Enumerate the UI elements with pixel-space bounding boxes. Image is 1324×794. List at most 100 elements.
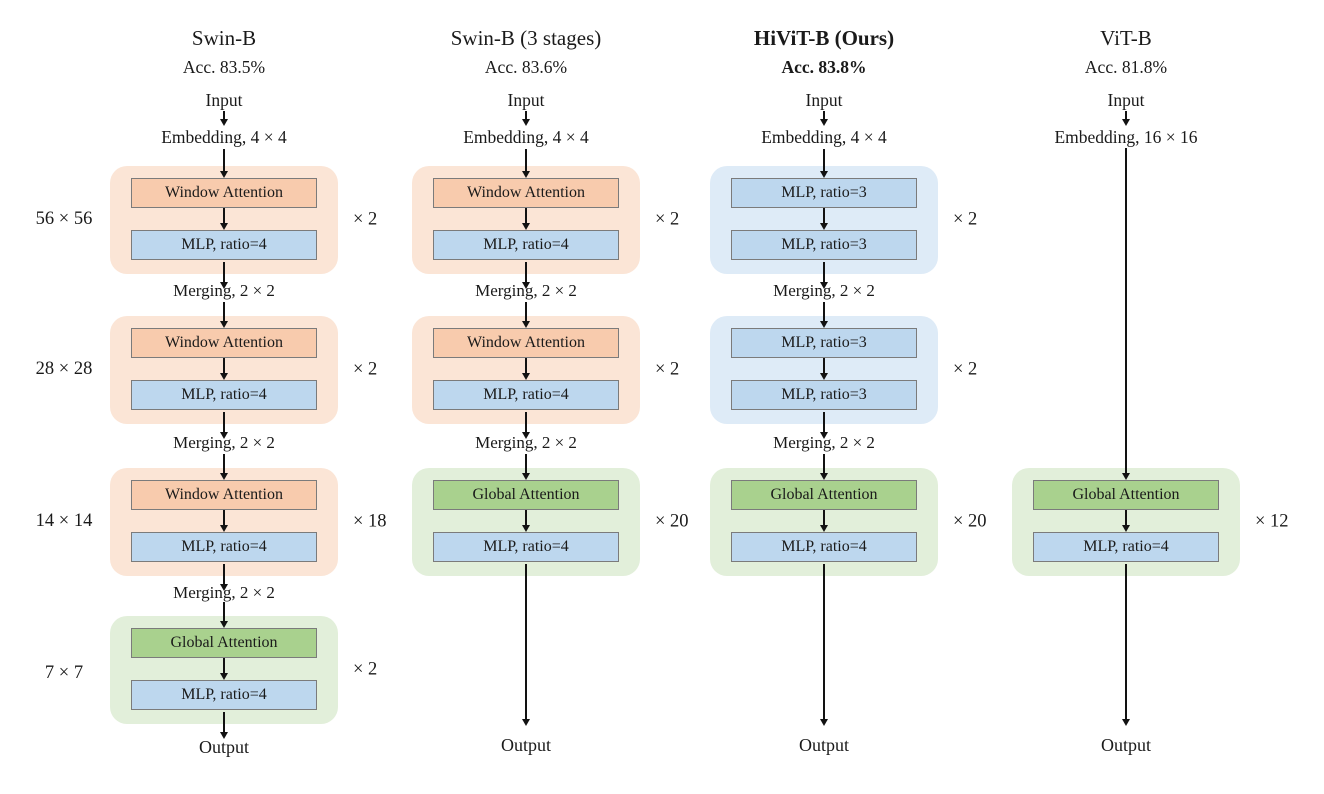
column-title: Swin-B (3 stages): [450, 26, 602, 50]
attention-block: Window Attention: [131, 328, 317, 358]
mlp-block: MLP, ratio=4: [433, 230, 619, 260]
output-label: Output: [1100, 735, 1151, 755]
arrow-down-icon: [220, 564, 228, 591]
arrow-down-icon: [820, 412, 828, 439]
mlp-block: MLP, ratio=3: [731, 380, 917, 410]
arrow-down-icon: [220, 658, 228, 680]
arrow-head: [220, 119, 228, 126]
arrow-down-icon: [522, 510, 530, 532]
embedding-label: Embedding, 4 × 4: [463, 127, 589, 147]
arrow-down-icon: [220, 111, 228, 126]
mlp-block: MLP, ratio=4: [433, 380, 619, 410]
mlp-block: MLP, ratio=4: [731, 532, 917, 562]
arrow-down-icon: [1122, 111, 1130, 126]
accuracy-label: Acc. 83.5%: [182, 57, 266, 77]
output-label: Output: [198, 737, 249, 757]
arrow-down-icon: [820, 564, 828, 726]
repeat-label: × 2: [655, 209, 680, 230]
arrow-down-icon: [220, 712, 228, 739]
merge-label: Merging, 2 × 2: [475, 433, 577, 452]
embedding-label: Embedding, 16 × 16: [1054, 127, 1198, 147]
arrow-down-icon: [220, 510, 228, 532]
arrow-down-icon: [522, 208, 530, 230]
arrow-line: [223, 111, 225, 119]
mlp-block: MLP, ratio=3: [731, 328, 917, 358]
embedding-label: Embedding, 4 × 4: [161, 127, 287, 147]
merge-label: Merging, 2 × 2: [773, 281, 875, 300]
stage-container: Window Attention MLP, ratio=4 × 18: [110, 454, 387, 591]
attention-block: Global Attention: [433, 480, 619, 510]
merge-label: Merging, 2 × 2: [475, 281, 577, 300]
arrow-down-icon: [820, 111, 828, 126]
output-label: Output: [500, 735, 551, 755]
arrow-down-icon: [220, 208, 228, 230]
arrow-down-icon: [522, 564, 530, 726]
column-title: Swin-B: [191, 26, 257, 50]
arrow-down-icon: [522, 149, 530, 178]
column-hivit-b: HiViT-B (Ours) Acc. 83.8% Input Embeddin…: [684, 0, 987, 756]
repeat-label: × 2: [353, 209, 378, 230]
input-label: Input: [507, 90, 545, 110]
attention-block: Global Attention: [1033, 480, 1219, 510]
repeat-label: × 18: [353, 511, 387, 532]
arrow-down-icon: [220, 454, 228, 480]
input-label: Input: [805, 90, 843, 110]
arrow-down-icon: [220, 602, 228, 628]
attention-block: Window Attention: [131, 178, 317, 208]
arrow-down-icon: [522, 358, 530, 380]
mlp-block: MLP, ratio=3: [731, 178, 917, 208]
row-label-7: 7 × 7: [44, 663, 84, 683]
arrow-down-icon: [1122, 148, 1130, 480]
arrow-down-icon: [1122, 564, 1130, 726]
column-title: HiViT-B (Ours): [753, 26, 895, 50]
row-label-56: 56 × 56: [35, 209, 93, 229]
mlp-block: MLP, ratio=4: [131, 532, 317, 562]
repeat-label: × 2: [353, 359, 378, 380]
repeat-label: × 2: [953, 209, 978, 230]
merge-label: Merging, 2 × 2: [173, 583, 275, 602]
arrow-down-icon: [522, 302, 530, 328]
accuracy-label: Acc. 83.6%: [484, 57, 568, 77]
mlp-block: MLP, ratio=4: [131, 230, 317, 260]
row-label-28: 28 × 28: [35, 359, 93, 379]
attention-block: Global Attention: [131, 628, 317, 658]
mlp-block: MLP, ratio=4: [1033, 532, 1219, 562]
stage-container: Window Attention MLP, ratio=4 × 2: [412, 302, 679, 439]
accuracy-label: Acc. 81.8%: [1084, 57, 1168, 77]
repeat-label: × 2: [953, 359, 978, 380]
arrow-down-icon: [820, 454, 828, 480]
mlp-block: MLP, ratio=4: [433, 532, 619, 562]
arrow-down-icon: [820, 262, 828, 289]
column-vit-b: ViT-B Acc. 81.8% Input Embedding, 16 × 1…: [986, 0, 1289, 756]
stage-container: Window Attention MLP, ratio=4 × 2: [110, 302, 377, 439]
attention-block: Global Attention: [731, 480, 917, 510]
stage-container: Global Attention MLP, ratio=4 × 20: [710, 454, 987, 726]
column-swin-b: Swin-B Acc. 83.5% Input Embedding, 4 × 4…: [84, 0, 387, 758]
arrow-down-icon: [820, 149, 828, 178]
arrow-down-icon: [220, 412, 228, 439]
column-title: ViT-B: [1100, 26, 1152, 50]
repeat-label: × 2: [655, 359, 680, 380]
arrow-down-icon: [522, 111, 530, 126]
arrow-down-icon: [220, 149, 228, 178]
arrow-down-icon: [820, 510, 828, 532]
merge-label: Merging, 2 × 2: [773, 433, 875, 452]
arrow-down-icon: [820, 208, 828, 230]
input-label: Input: [205, 90, 243, 110]
attention-block: Window Attention: [131, 480, 317, 510]
attention-block: Window Attention: [433, 328, 619, 358]
embedding-label: Embedding, 4 × 4: [761, 127, 887, 147]
arrow-down-icon: [1122, 510, 1130, 532]
arrow-down-icon: [820, 358, 828, 380]
repeat-label: × 20: [953, 511, 987, 532]
stage-container: Global Attention MLP, ratio=4 × 2: [110, 602, 377, 739]
stage-container: Window Attention MLP, ratio=4 × 2: [412, 149, 679, 289]
mlp-block: MLP, ratio=4: [131, 380, 317, 410]
output-label: Output: [798, 735, 849, 755]
stage-container: Global Attention MLP, ratio=4 × 20: [412, 454, 689, 726]
arrow-down-icon: [522, 454, 530, 480]
input-label: Input: [1107, 90, 1145, 110]
arrow-down-icon: [220, 358, 228, 380]
attention-block: Window Attention: [433, 178, 619, 208]
